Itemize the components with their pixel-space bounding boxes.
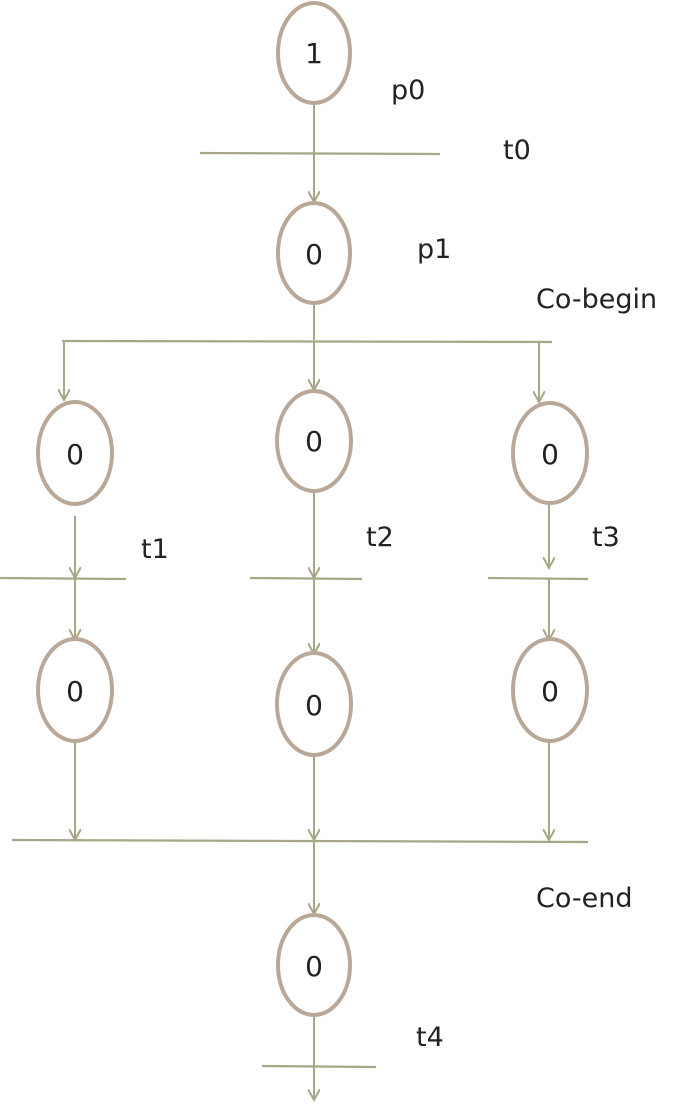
place-left-bottom: 0: [36, 637, 114, 743]
place-mid-top-circle: [275, 389, 353, 493]
label-t0: t0: [503, 135, 531, 166]
place-mid-top-token: 0: [305, 425, 323, 458]
label-co-begin: Co-begin: [536, 284, 657, 315]
label-t4: t4: [416, 1022, 444, 1053]
label-t3: t3: [592, 522, 620, 553]
place-left-top-circle: [36, 400, 114, 506]
place-mid-bottom-token: 0: [305, 689, 323, 722]
label-t2: t2: [366, 522, 394, 553]
place-left-top: 0: [36, 400, 114, 506]
transition-t2: [249, 576, 363, 581]
place-left-bottom-circle: [36, 637, 114, 743]
transition-co-end: [11, 838, 589, 844]
transition-t1: [0, 576, 127, 581]
place-p1-token: 0: [305, 238, 323, 271]
place-p1-circle: [276, 201, 352, 305]
place-right-bottom-token: 0: [541, 675, 559, 708]
transitions: [0, 151, 589, 1069]
place-p0-token: 1: [305, 37, 323, 70]
transition-t0: [199, 151, 441, 156]
place-left-top-token: 0: [66, 438, 84, 471]
place-right-top-token: 0: [541, 438, 559, 471]
place-right-bottom-circle: [511, 637, 589, 743]
place-mid-bottom: 0: [275, 651, 353, 757]
label-t1: t1: [141, 534, 169, 565]
place-p0: 1: [276, 1, 352, 105]
place-end: 0: [276, 913, 352, 1017]
label-co-end: Co-end: [536, 883, 632, 914]
places: 1 0 0 0 0 0 0 0: [36, 1, 589, 1017]
label-p1: p1: [417, 234, 451, 265]
labels: p0 t0 p1 Co-begin t1 t2 t3 Co-end t4: [141, 75, 657, 1053]
place-right-top-circle: [511, 401, 589, 505]
place-p0-circle: [276, 1, 352, 105]
label-p0: p0: [391, 75, 425, 106]
place-right-bottom: 0: [511, 637, 589, 743]
place-p1: 0: [276, 201, 352, 305]
transition-co-begin: [61, 339, 553, 344]
place-end-circle: [276, 913, 352, 1017]
place-left-bottom-token: 0: [66, 675, 84, 708]
place-end-token: 0: [305, 950, 323, 983]
place-mid-top: 0: [275, 389, 353, 493]
transition-t3: [487, 576, 589, 581]
arcs: [64, 92, 549, 1100]
place-mid-bottom-circle: [275, 651, 353, 757]
transition-t4: [261, 1064, 377, 1069]
place-right-top: 0: [511, 401, 589, 505]
